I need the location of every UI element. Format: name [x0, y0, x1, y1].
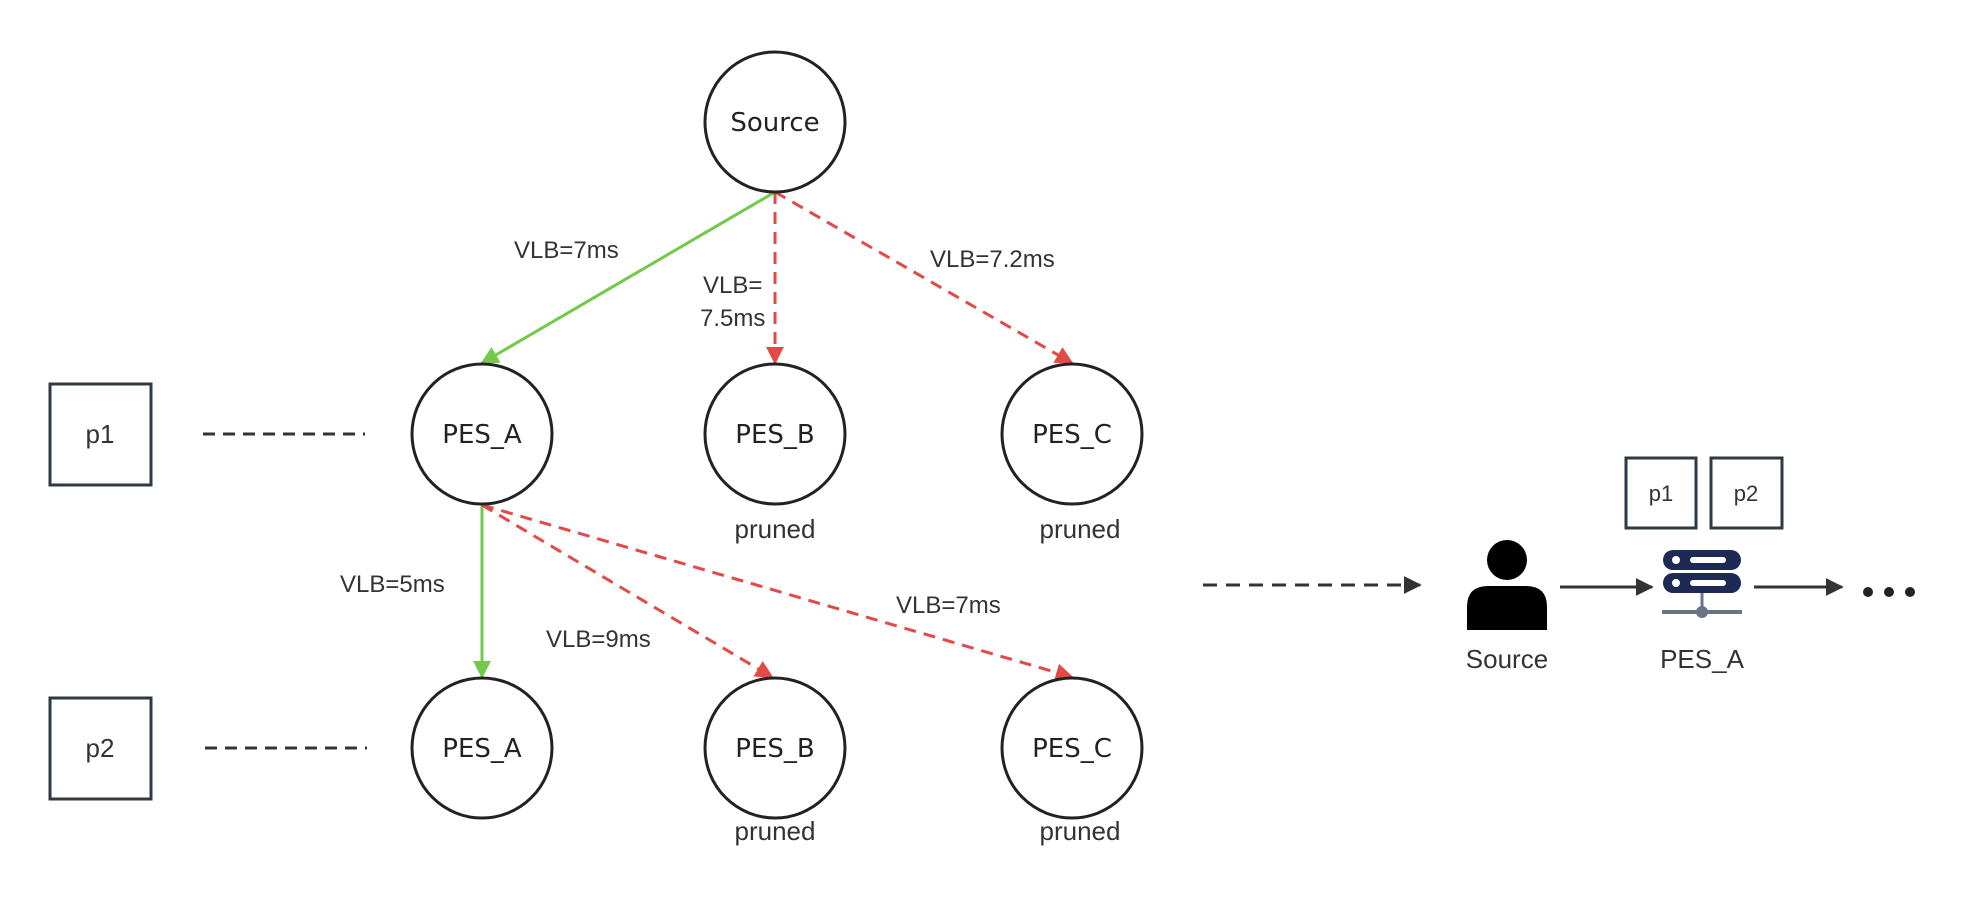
result-packet-box-p1: p1 [1624, 456, 1698, 530]
edge-pes-a-pes-b-l2 [481, 503, 774, 679]
edge-source-pes-a-l1 [480, 190, 776, 365]
pes-c-node-l2-label: PES_C [1032, 734, 1112, 764]
pes-b-node-l1-label: PES_B [735, 420, 814, 450]
result-packet-box-p2: p2 [1709, 456, 1784, 530]
pes-b-node-l2-label: PES_B [735, 734, 814, 764]
edge-pes-a-pes-c-l2 [481, 503, 1074, 682]
packet-box-p1-label: p1 [86, 419, 115, 449]
source-node-label: Source [730, 108, 819, 138]
edge-label-source-pes-a: VLB=7ms [514, 237, 619, 264]
result-server-label: PES_A [1660, 644, 1744, 674]
packet-box-p2-label: p2 [86, 733, 115, 763]
result-packet-box-p2-label: p2 [1734, 481, 1758, 506]
pes-a-node-l2: PES_A [410, 676, 554, 820]
source-node: Source [703, 50, 847, 194]
pes-a-node-l1: PES_A [410, 362, 554, 506]
packet-box-p1: p1 [48, 382, 153, 487]
pes-c-node-l2: PES_C [1000, 676, 1144, 820]
pes-a-node-l1-label: PES_A [442, 420, 522, 450]
edge-label-source-pes-b-line2: 7.5ms [700, 305, 765, 332]
pes-b-node-l2: PES_B [703, 676, 847, 820]
pes-b-l1-pruned-note: pruned [735, 514, 816, 544]
continuation-ellipsis [1863, 587, 1915, 597]
packet-box-p2: p2 [48, 696, 153, 801]
pes-b-l2-pruned-note: pruned [735, 816, 816, 846]
edge-label-pes-a-pes-b: VLB=9ms [546, 626, 651, 653]
pes-c-l1-pruned-note: pruned [1040, 514, 1121, 544]
result-packet-box-p1-label: p1 [1649, 481, 1673, 506]
user-icon [1467, 540, 1547, 630]
pes-c-l2-pruned-note: pruned [1040, 816, 1121, 846]
edge-source-pes-c-l1 [774, 190, 1074, 365]
edge-label-source-pes-b-line1: VLB= [703, 272, 762, 299]
pes-c-node-l1: PES_C [1000, 362, 1144, 506]
edge-label-source-pes-c: VLB=7.2ms [930, 246, 1055, 273]
server-icon [1662, 550, 1742, 618]
pes-c-node-l1-label: PES_C [1032, 420, 1112, 450]
pes-b-node-l1: PES_B [703, 362, 847, 506]
edge-label-pes-a-pes-a: VLB=5ms [340, 571, 445, 598]
edge-label-pes-a-pes-c: VLB=7ms [896, 592, 1001, 619]
result-source-label: Source [1466, 644, 1548, 674]
pes-a-node-l2-label: PES_A [442, 734, 522, 764]
